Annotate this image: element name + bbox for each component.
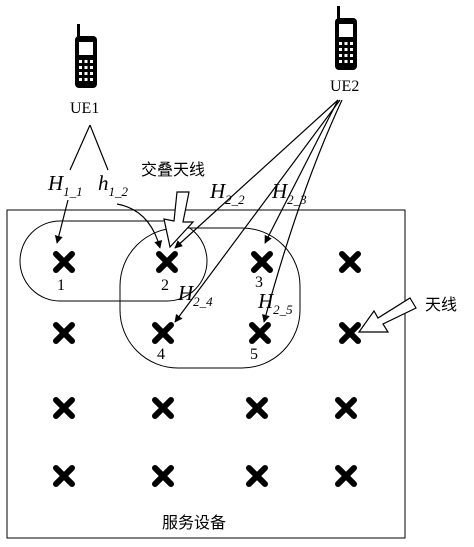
antenna-icon xyxy=(56,325,72,341)
h1-2-label: h1_2 xyxy=(98,171,129,199)
h1-1-arrow xyxy=(54,199,69,244)
antenna-grid xyxy=(56,254,358,484)
overlap-antenna-pointer xyxy=(163,191,195,249)
antenna-icon xyxy=(155,468,171,484)
service-device-label: 服务设备 xyxy=(162,514,226,532)
overlap-antenna-label: 交叠天线 xyxy=(141,161,205,179)
antenna-number-1: 1 xyxy=(57,277,65,294)
ue1-line-left xyxy=(69,124,91,171)
antenna-number-4: 4 xyxy=(157,346,165,363)
ue1-antenna-group xyxy=(19,220,208,302)
antenna-2-icon xyxy=(159,254,175,270)
ue1-phone-icon xyxy=(75,24,97,88)
h2-2-arrow xyxy=(174,99,339,249)
h2-5-label: H2_5 xyxy=(257,289,293,317)
antenna-icon xyxy=(338,468,354,484)
antenna-4-icon xyxy=(155,325,171,341)
ue2-phone-icon xyxy=(335,6,357,70)
antenna-icon xyxy=(249,468,265,484)
ue2-antenna-group xyxy=(119,227,301,369)
ue2-label: UE2 xyxy=(330,78,359,95)
ue1-label: UE1 xyxy=(70,100,99,117)
antenna-1-icon xyxy=(56,254,72,270)
antenna-icon xyxy=(249,400,265,416)
h2-2-label: H2_2 xyxy=(209,179,245,207)
antenna-5-icon xyxy=(252,325,268,341)
h2-4-arrow xyxy=(174,99,341,323)
ue1-line-right xyxy=(89,124,109,171)
antenna-number-2: 2 xyxy=(161,277,169,294)
h2-3-arrow xyxy=(264,99,339,244)
h1-2-arrow xyxy=(116,203,163,249)
antenna-number-3: 3 xyxy=(255,274,263,291)
h2-4-label: H2_4 xyxy=(177,281,213,309)
antenna-icon xyxy=(342,325,358,341)
h2-3-label: H2_3 xyxy=(271,179,307,207)
antenna-icon xyxy=(56,400,72,416)
antenna-label: 天线 xyxy=(425,296,457,314)
service-device-box xyxy=(6,209,406,539)
antenna-icon xyxy=(155,400,171,416)
antenna-icon xyxy=(342,254,358,270)
h1-1-label: H1_1 xyxy=(47,171,83,199)
antenna-icon xyxy=(56,468,72,484)
antenna-3-icon xyxy=(254,254,270,270)
antenna-icon xyxy=(338,400,354,416)
antenna-pointer xyxy=(357,297,417,333)
antenna-number-5: 5 xyxy=(250,346,258,363)
h2-5-arrow xyxy=(262,99,343,323)
